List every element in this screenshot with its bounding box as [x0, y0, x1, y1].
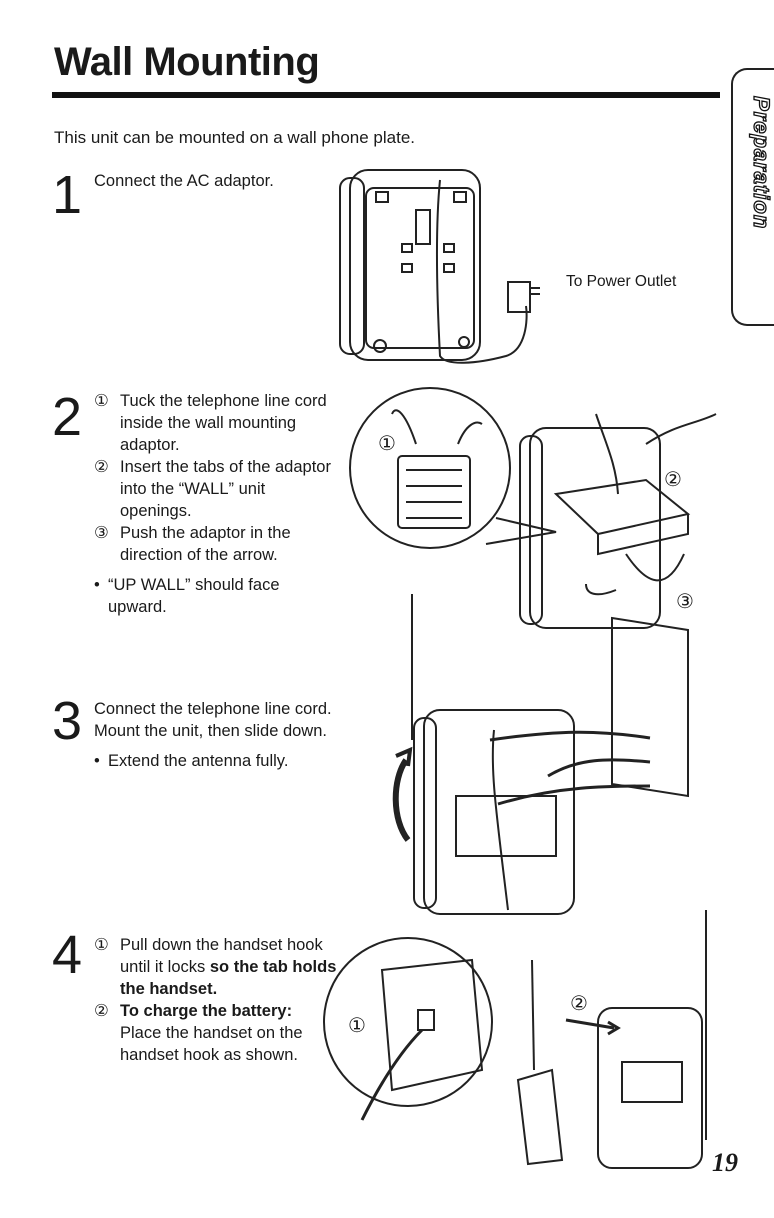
- page-number: 19: [712, 1148, 738, 1177]
- callout-1-step4: ①: [348, 1015, 366, 1037]
- intro-text: This unit can be mounted on a wall phone…: [54, 128, 416, 147]
- step-3-note: •Extend the antenna fully.: [94, 752, 289, 770]
- callout-2-step2: ②: [664, 469, 682, 491]
- power-outlet-label: To Power Outlet: [566, 273, 677, 290]
- step-1-number: 1: [52, 165, 83, 225]
- ac-adaptor-illustration: [339, 169, 540, 364]
- step-3-body: Connect the telephone line cord. Mount t…: [94, 698, 338, 772]
- mount-unit-illustration: [392, 594, 689, 915]
- step-1-text: Connect the AC adaptor.: [94, 172, 274, 190]
- callout-2-step4: ②: [570, 993, 588, 1015]
- step-2-number: 2: [52, 387, 83, 447]
- section-tab: [731, 68, 774, 326]
- callout-1-step2: ①: [378, 433, 396, 455]
- callout-3-step2: ③: [676, 591, 694, 613]
- step-4-number: 4: [52, 925, 83, 985]
- step-3-text: Connect the telephone line cord. Mount t…: [94, 700, 332, 740]
- title-rule: [52, 92, 720, 98]
- charge-handset-illustration: [323, 910, 707, 1169]
- section-tab-label: Preparation: [748, 95, 774, 230]
- step-3-number: 3: [52, 691, 83, 751]
- page-title: Wall Mounting: [54, 40, 320, 84]
- step-2-note: •“UP WALL” should face upward.: [94, 576, 280, 616]
- wall-adaptor-illustration: [349, 387, 717, 629]
